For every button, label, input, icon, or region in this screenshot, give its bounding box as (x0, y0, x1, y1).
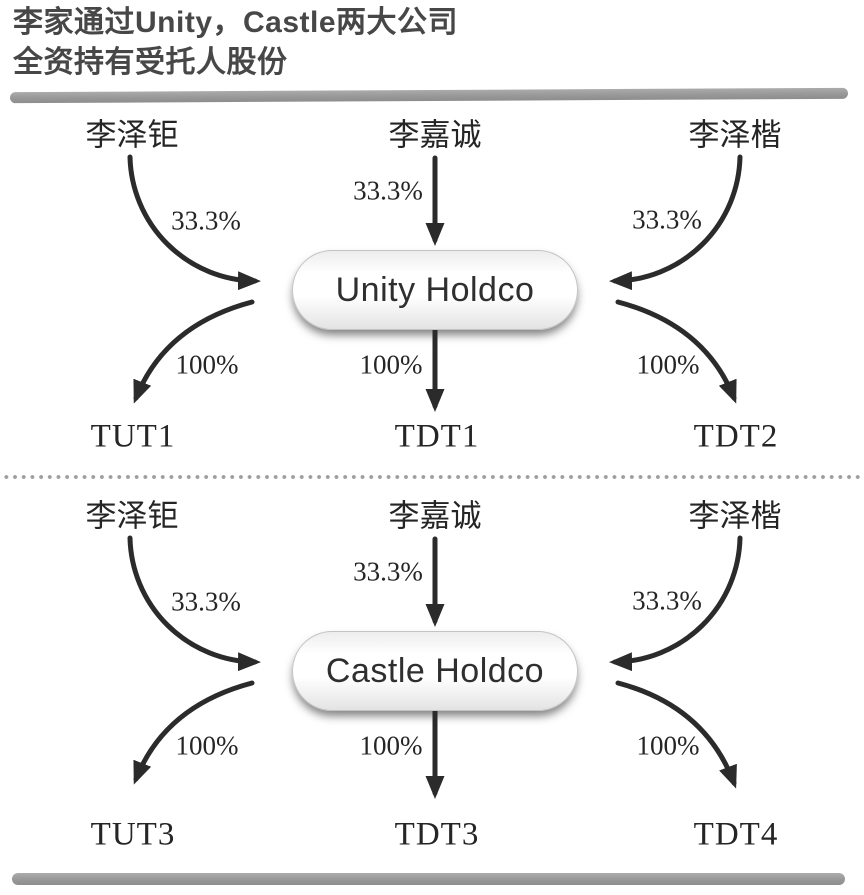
owner-name: 李泽钜 (85, 117, 179, 153)
diagram-title: 李家通过Unity，Castle两大公司 全资持有受托人股份 (13, 3, 458, 83)
title-line-1: 李家通过Unity，Castle两大公司 (13, 6, 459, 39)
trust-name: TDT4 (693, 816, 779, 853)
trust-name: TUT3 (90, 816, 176, 853)
owner-name: 李泽钜 (85, 498, 179, 534)
holding-share-label: 100% (636, 730, 700, 761)
holdco-node: Castle Holdco (292, 631, 578, 711)
arrow-owner1-to-unity (127, 154, 261, 291)
trust-name: TUT1 (90, 418, 176, 455)
ownership-share-label: 33.3% (353, 175, 423, 206)
title-line-2: 全资持有受托人股份 (13, 46, 288, 79)
holdco-node: Unity Holdco (292, 250, 578, 330)
owner-name: 李泽楷 (688, 117, 782, 153)
ownership-share-label: 33.3% (632, 204, 702, 235)
unity-structure-panel: 李泽钜 李嘉诚 李泽楷 33.3% 33.3% 33.3% Unity Hold… (0, 100, 864, 480)
holding-share-label: 100% (175, 349, 239, 380)
arrow-unity-to-trust1 (133, 299, 255, 404)
arrow-unity-to-trust3 (615, 299, 737, 404)
owner-name: 李泽楷 (688, 498, 782, 534)
ownership-share-label: 33.3% (171, 205, 241, 236)
trust-name: TDT2 (693, 418, 779, 455)
arrow-owner3-to-unity (609, 154, 743, 291)
owner-name: 李嘉诚 (388, 117, 482, 153)
holding-share-label: 100% (359, 730, 423, 761)
unity-arrows-layer (127, 154, 743, 412)
ownership-share-label: 33.3% (353, 556, 423, 587)
holding-share-label: 100% (636, 349, 700, 380)
holding-share-label: 100% (359, 349, 423, 380)
trust-name: TDT1 (394, 418, 480, 455)
holding-share-label: 100% (175, 730, 239, 761)
castle-arrows-layer (127, 535, 743, 799)
arrow-owner3-to-castle (609, 535, 743, 672)
owner-name: 李嘉诚 (388, 498, 482, 534)
bottom-divider-bar (12, 873, 845, 885)
arrow-castle-to-trust1 (133, 680, 255, 785)
holdco-name: Unity Holdco (335, 270, 535, 309)
arrow-owner1-to-castle (127, 535, 261, 672)
ownership-share-label: 33.3% (632, 585, 702, 616)
holdco-name: Castle Holdco (325, 651, 545, 690)
arrow-castle-to-trust3 (615, 680, 737, 789)
ownership-share-label: 33.3% (171, 586, 241, 617)
trust-name: TDT3 (394, 816, 480, 853)
castle-structure-panel: 李泽钜 李嘉诚 李泽楷 33.3% 33.3% 33.3% Castle Hol… (0, 481, 864, 861)
dotted-section-divider (2, 474, 862, 480)
